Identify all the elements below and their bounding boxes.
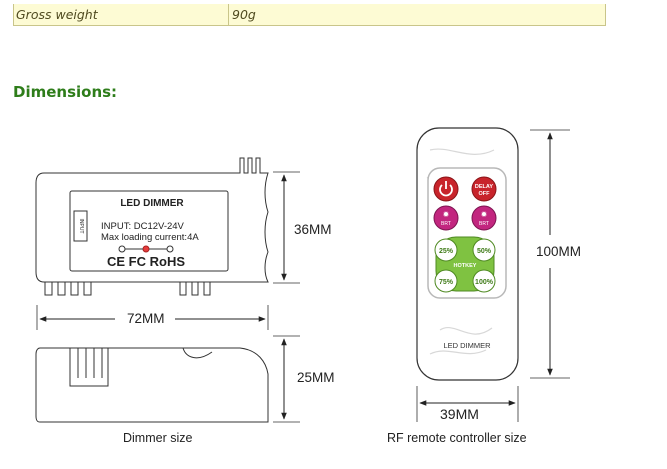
power-icon	[439, 184, 453, 197]
svg-text:100%: 100%	[475, 279, 494, 286]
brt-down-button[interactable]	[471, 205, 497, 231]
dimmer-input-tab	[73, 210, 88, 242]
remote-caption: RF remote controller size	[387, 431, 527, 445]
brt-up-button[interactable]	[433, 205, 459, 231]
svg-text:OFF: OFF	[479, 191, 491, 197]
section-heading: Dimensions:	[13, 83, 118, 101]
spec-label: Gross weight	[14, 4, 229, 25]
dimmer-title: LED DIMMER	[120, 198, 184, 209]
preset-50-button[interactable]	[472, 238, 496, 262]
sun-dim-icon: ✹	[481, 210, 488, 219]
svg-text:75%: 75%	[439, 279, 454, 286]
dimmer-depth-dim: 25MM	[297, 370, 335, 385]
remote-height-dim: 100MM	[536, 244, 582, 259]
svg-text:BRT: BRT	[441, 221, 451, 227]
preset-25-button[interactable]	[434, 238, 458, 262]
remote-width-dim: 39MM	[440, 406, 479, 422]
svg-text:DELAY: DELAY	[475, 184, 493, 190]
dimmer-top-view	[35, 157, 269, 296]
delay-off-button[interactable]	[471, 176, 497, 202]
svg-text:50%: 50%	[477, 248, 492, 255]
dimmer-side-view	[35, 347, 269, 423]
dimmer-side-label: INPUT	[78, 219, 84, 234]
spec-table-row: Gross weight 90g	[13, 4, 606, 26]
svg-text:BRT: BRT	[479, 221, 489, 227]
sun-icon: ✹	[443, 210, 450, 219]
preset-75-button[interactable]	[434, 269, 458, 293]
dimmer-width-dim: 72MM	[127, 311, 165, 326]
preset-100-button[interactable]	[472, 269, 496, 293]
dimmer-cert-marks: CE FC RoHS	[107, 254, 185, 269]
remote-label: LED DIMMER	[443, 341, 491, 350]
hotkey-label: HOTKEY	[454, 263, 477, 269]
dimmer-label-plate	[69, 190, 229, 272]
dimmer-current-line: Max loading current:4A	[101, 232, 199, 243]
dimmer-input-line: INPUT: DC12V-24V	[101, 221, 185, 232]
dimmer-caption: Dimmer size	[123, 431, 193, 445]
svg-text:25%: 25%	[439, 248, 454, 255]
dimmer-height-dim: 36MM	[294, 222, 332, 237]
spec-value: 90g	[232, 7, 256, 22]
